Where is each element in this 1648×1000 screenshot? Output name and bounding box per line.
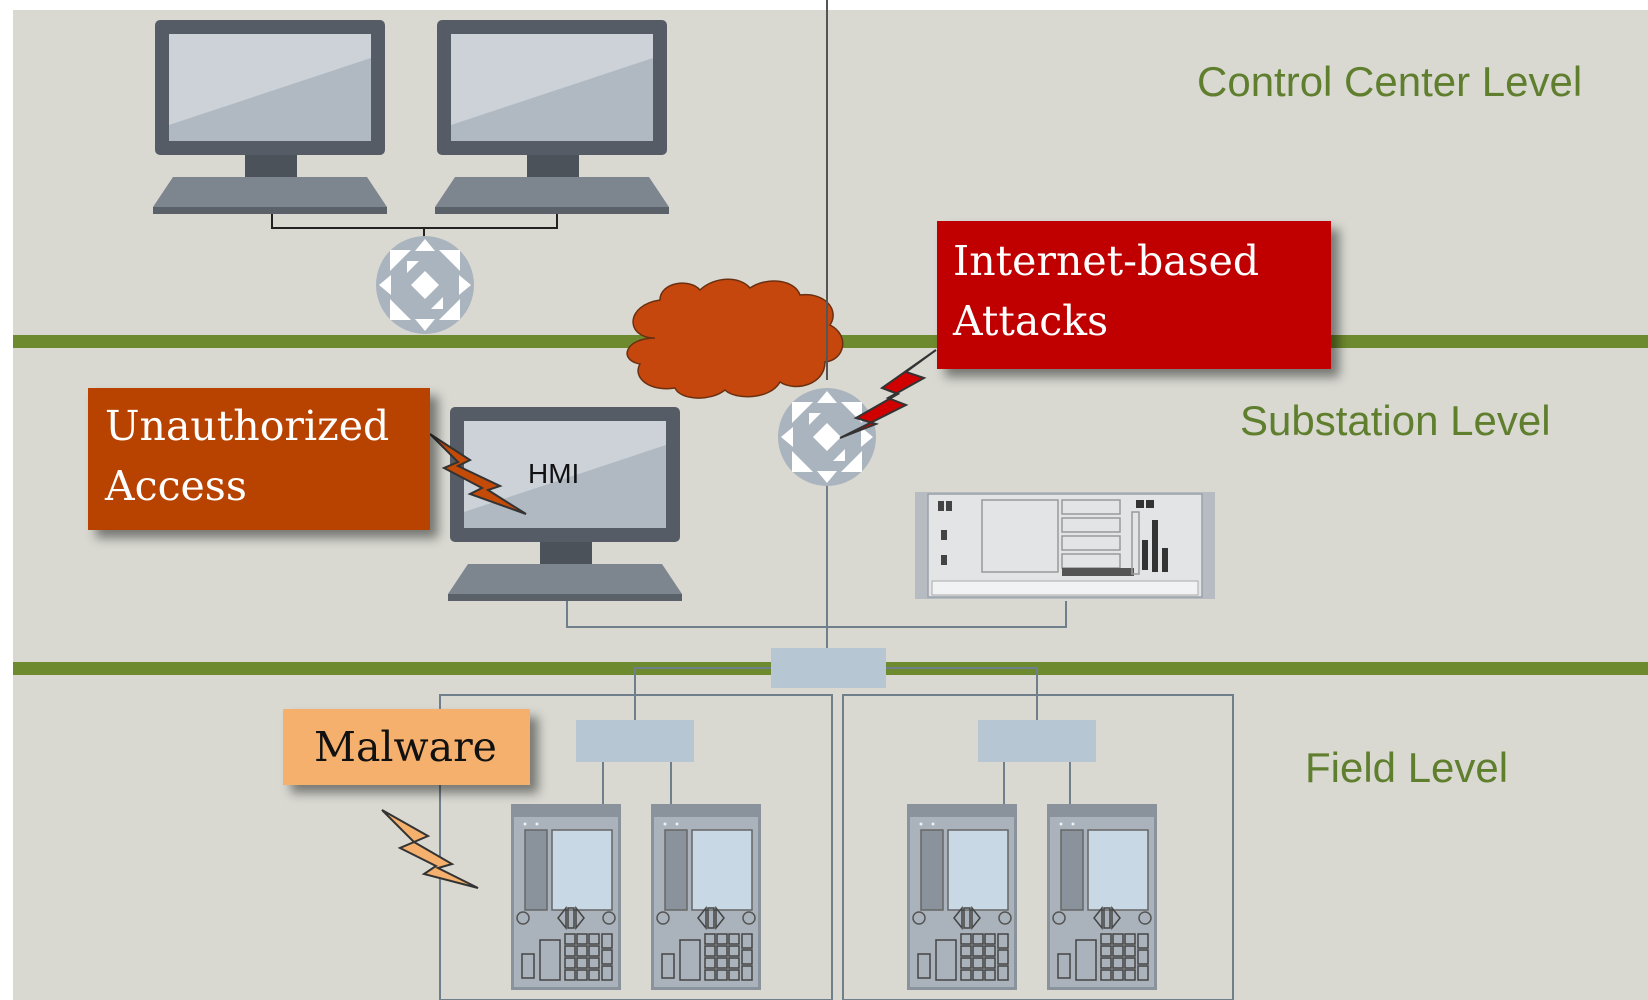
field-switch-right	[978, 720, 1096, 762]
protection-relay	[906, 803, 1018, 991]
substation-rtu-device	[915, 492, 1215, 599]
hmi-label: HMI	[528, 458, 580, 489]
lightning-bolt-icon	[429, 433, 527, 515]
malware-callout: Malware	[283, 709, 530, 785]
lightning-bolt-icon	[381, 809, 479, 889]
protection-relay	[650, 803, 762, 991]
callout-line: Unauthorized	[105, 402, 390, 450]
connection-line	[566, 486, 1067, 648]
connection-line	[602, 667, 1071, 804]
core-switch	[771, 648, 886, 688]
field-bay-left	[439, 694, 833, 1000]
field-level-label: Field Level	[1305, 744, 1509, 791]
field-switch-left	[576, 720, 694, 762]
protection-relay	[510, 803, 622, 991]
callout-line: Internet-based	[953, 237, 1260, 285]
callout-line: Malware	[314, 723, 497, 771]
substation-router-icon	[778, 388, 876, 486]
substation-level-label: Substation Level	[1240, 397, 1551, 444]
callout-line: Access	[105, 462, 247, 510]
hmi-monitor	[448, 407, 682, 601]
field-bay-right	[842, 694, 1234, 1000]
lightning-bolt-icon	[839, 349, 937, 439]
protection-relay	[1046, 803, 1158, 991]
callout-line: Attacks	[953, 297, 1109, 345]
control-center-monitor-left	[153, 20, 387, 214]
unauthorized-access-callout: Unauthorized Access	[88, 388, 430, 530]
internet-attacks-callout: Internet-based Attacks	[937, 221, 1331, 369]
internet-cloud-icon	[626, 278, 844, 399]
control-center-router-icon	[376, 236, 474, 334]
control-center-monitor-right	[435, 20, 669, 214]
control-center-level-label: Control Center Level	[1197, 58, 1583, 105]
